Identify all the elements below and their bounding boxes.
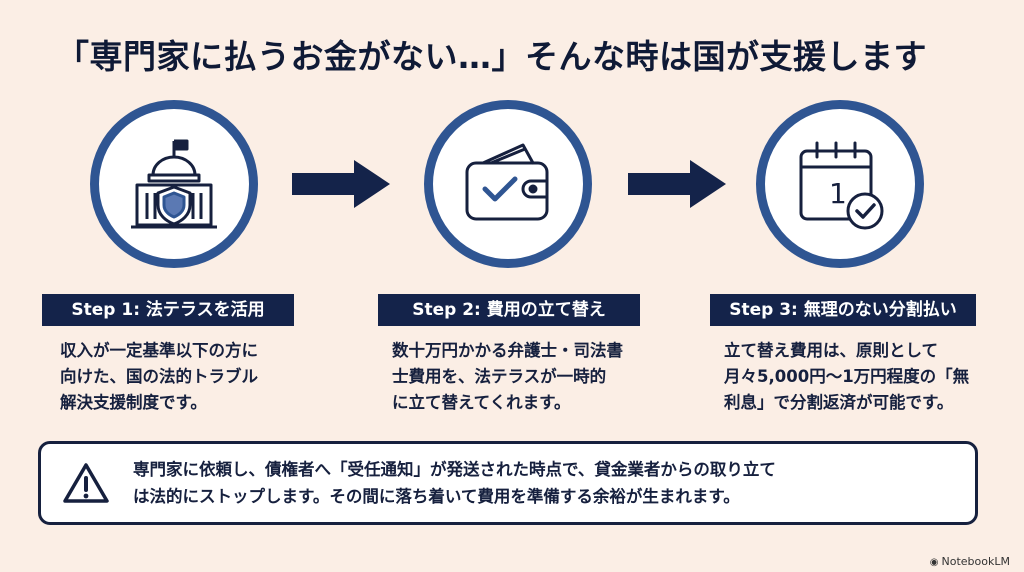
arrow-right-icon	[292, 160, 390, 208]
page-title: 「専門家に払うお金がない…」そんな時は国が支援します	[56, 37, 927, 76]
brand-name: NotebookLM	[941, 555, 1010, 568]
notebooklm-logo-icon: ◉	[929, 557, 939, 568]
description-line: 数十万円かかる弁護士・司法書	[392, 341, 623, 360]
calendar-check-icon: 1	[799, 141, 884, 230]
step-3-icon-circle: 1	[756, 100, 924, 268]
step-3-badge: Step 3: 無理のない分割払い	[710, 294, 976, 326]
notice-line: 専門家に依頼し、債権者へ「受任通知」が発送された時点で、貸金業者からの取り立て	[133, 460, 776, 479]
step-1-badge: Step 1: 法テラスを活用	[42, 294, 294, 326]
calendar-day-number: 1	[829, 177, 847, 210]
step-2-description: 数十万円かかる弁護士・司法書 士費用を、法テラスが一時的 に立て替えてくれます。	[392, 338, 636, 416]
description-line: 収入が一定基準以下の方に	[60, 341, 258, 360]
wallet-checkmark-icon	[465, 143, 549, 221]
warning-triangle-icon	[63, 463, 109, 503]
description-line: 利息」で分割返済が可能です。	[724, 393, 954, 412]
description-line: 向けた、国の法的トラブル	[60, 367, 258, 386]
notice-box: 専門家に依頼し、債権者へ「受任通知」が発送された時点で、貸金業者からの取り立て …	[38, 441, 978, 525]
step-1-description: 収入が一定基準以下の方に 向けた、国の法的トラブル 解決支援制度です。	[60, 338, 296, 416]
brand-watermark: ◉NotebookLM	[930, 555, 1010, 568]
notice-text: 専門家に依頼し、債権者へ「受任通知」が発送された時点で、貸金業者からの取り立て …	[133, 456, 963, 510]
step-2-icon-circle	[424, 100, 592, 268]
description-line: 月々5,000円～1万円程度の「無	[724, 367, 970, 386]
step-1-icon-circle	[90, 100, 258, 268]
description-line: 立て替え費用は、原則として	[724, 341, 939, 360]
description-line: 解決支援制度です。	[60, 393, 207, 412]
description-line: に立て替えてくれます。	[392, 393, 571, 412]
notice-line: は法的にストップします。その間に落ち着いて費用を準備する余裕が生まれます。	[133, 487, 740, 506]
government-building-shield-icon	[131, 139, 217, 229]
step-3-description: 立て替え費用は、原則として 月々5,000円～1万円程度の「無 利息」で分割返済…	[724, 338, 970, 416]
arrow-right-icon	[628, 160, 726, 208]
description-line: 士費用を、法テラスが一時的	[392, 367, 607, 386]
step-2-badge: Step 2: 費用の立て替え	[378, 294, 640, 326]
